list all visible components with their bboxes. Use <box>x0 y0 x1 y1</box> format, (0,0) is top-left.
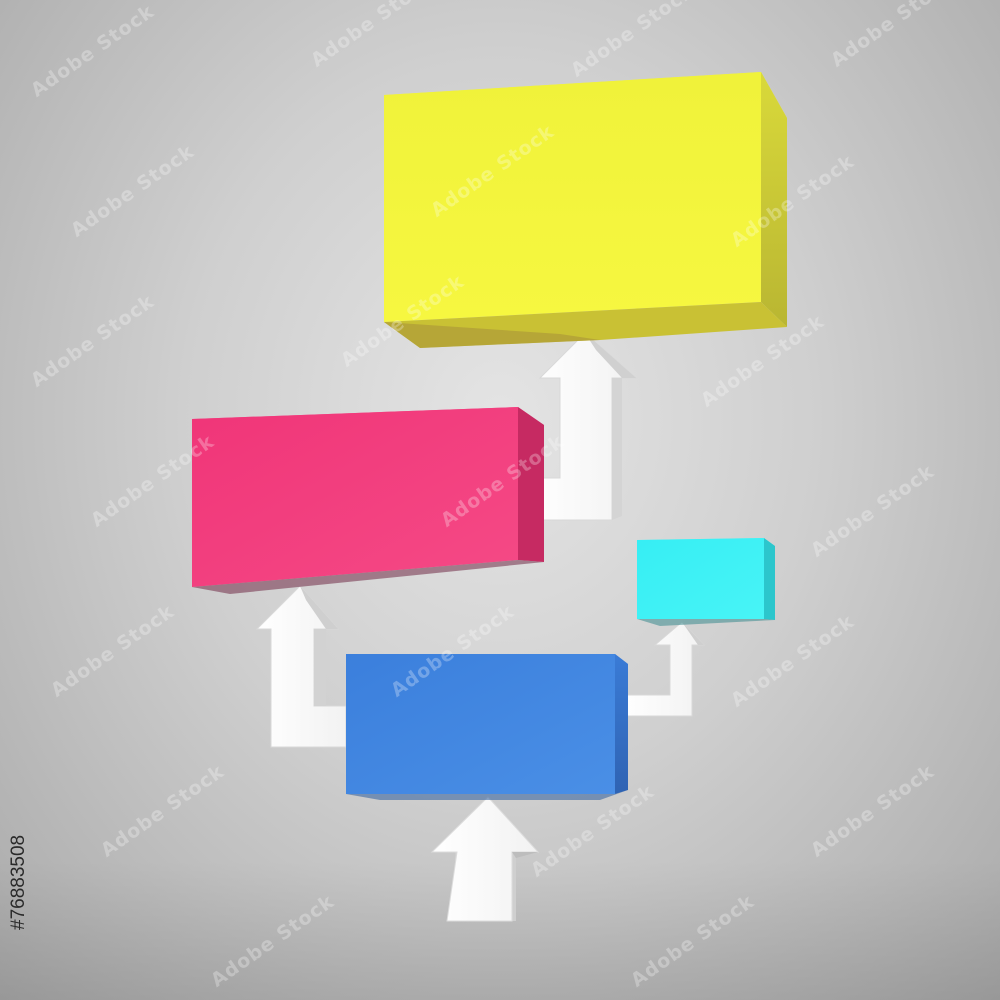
node-yellow-box <box>384 72 787 348</box>
node-cyan-box <box>637 538 775 626</box>
arrow-ground-to-blue <box>430 796 540 922</box>
arrow-magenta-to-yellow <box>526 332 638 521</box>
arrow-blue-to-magenta <box>255 585 347 748</box>
arrow-blue-to-cyan <box>619 621 706 717</box>
node-magenta-box <box>192 407 544 594</box>
node-blue-box <box>346 654 628 800</box>
stock-id-label: #76883508 <box>8 834 29 930</box>
